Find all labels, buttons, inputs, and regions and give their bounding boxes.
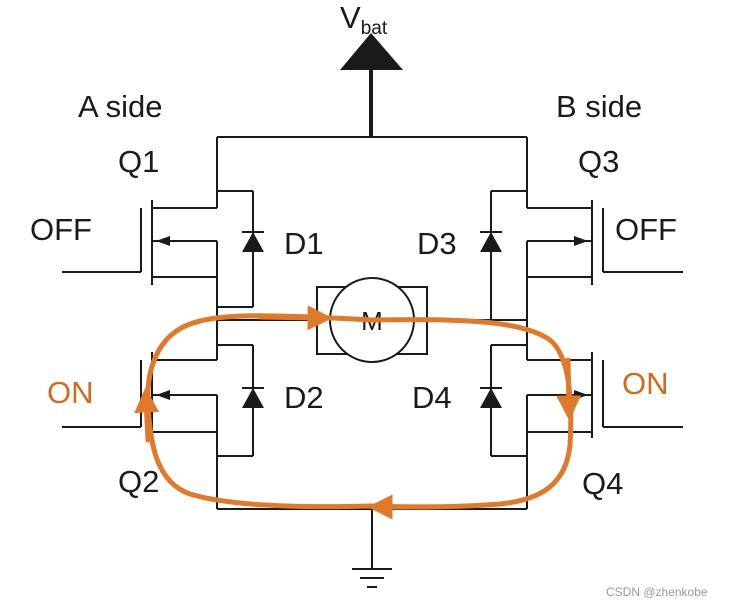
current-path	[134, 305, 582, 520]
watermark: CSDN @zhenkobe	[606, 585, 708, 599]
vbat-label: Vbat	[340, 0, 388, 39]
circuit-wiring	[216, 136, 528, 569]
supply-arrow-icon	[340, 33, 403, 70]
q2-state-label: ON	[47, 375, 94, 410]
q1-state-label: OFF	[30, 212, 92, 247]
ground-icon	[352, 568, 392, 588]
current-arrow-q2	[134, 387, 160, 443]
q1-label: Q1	[118, 144, 159, 179]
transistor-q3	[526, 191, 683, 320]
q2-body-arrow-icon	[156, 390, 170, 400]
q3-body-arrow-icon	[574, 236, 588, 246]
q3-label: Q3	[578, 144, 619, 179]
vbat-supply: Vbat	[340, 0, 403, 137]
diode-d1	[217, 190, 264, 308]
side-b-label: B side	[556, 89, 642, 124]
d2-label: D2	[284, 380, 324, 415]
q1-body-arrow-icon	[156, 236, 170, 246]
current-arrow-motor	[257, 305, 333, 331]
transistor-q4	[526, 320, 683, 456]
current-loop	[145, 313, 574, 510]
transistor-q1	[62, 191, 218, 307]
diode-d3	[480, 190, 527, 321]
q4-state-label: ON	[622, 366, 669, 401]
side-a-label: A side	[78, 89, 162, 124]
q4-label: Q4	[582, 466, 623, 501]
current-arrow-q4	[556, 357, 582, 421]
d3-diode-icon	[480, 232, 502, 252]
d4-label: D4	[412, 380, 452, 415]
q2-label: Q2	[118, 464, 159, 499]
d1-diode-icon	[242, 232, 264, 252]
d3-label: D3	[417, 226, 457, 261]
d2-diode-icon	[242, 388, 264, 408]
d4-diode-icon	[480, 388, 502, 408]
diode-d2	[217, 344, 264, 457]
d1-label: D1	[284, 226, 324, 261]
q3-state-label: OFF	[615, 212, 677, 247]
q4-body-arrow-icon	[574, 390, 588, 400]
diode-d4	[480, 344, 527, 457]
